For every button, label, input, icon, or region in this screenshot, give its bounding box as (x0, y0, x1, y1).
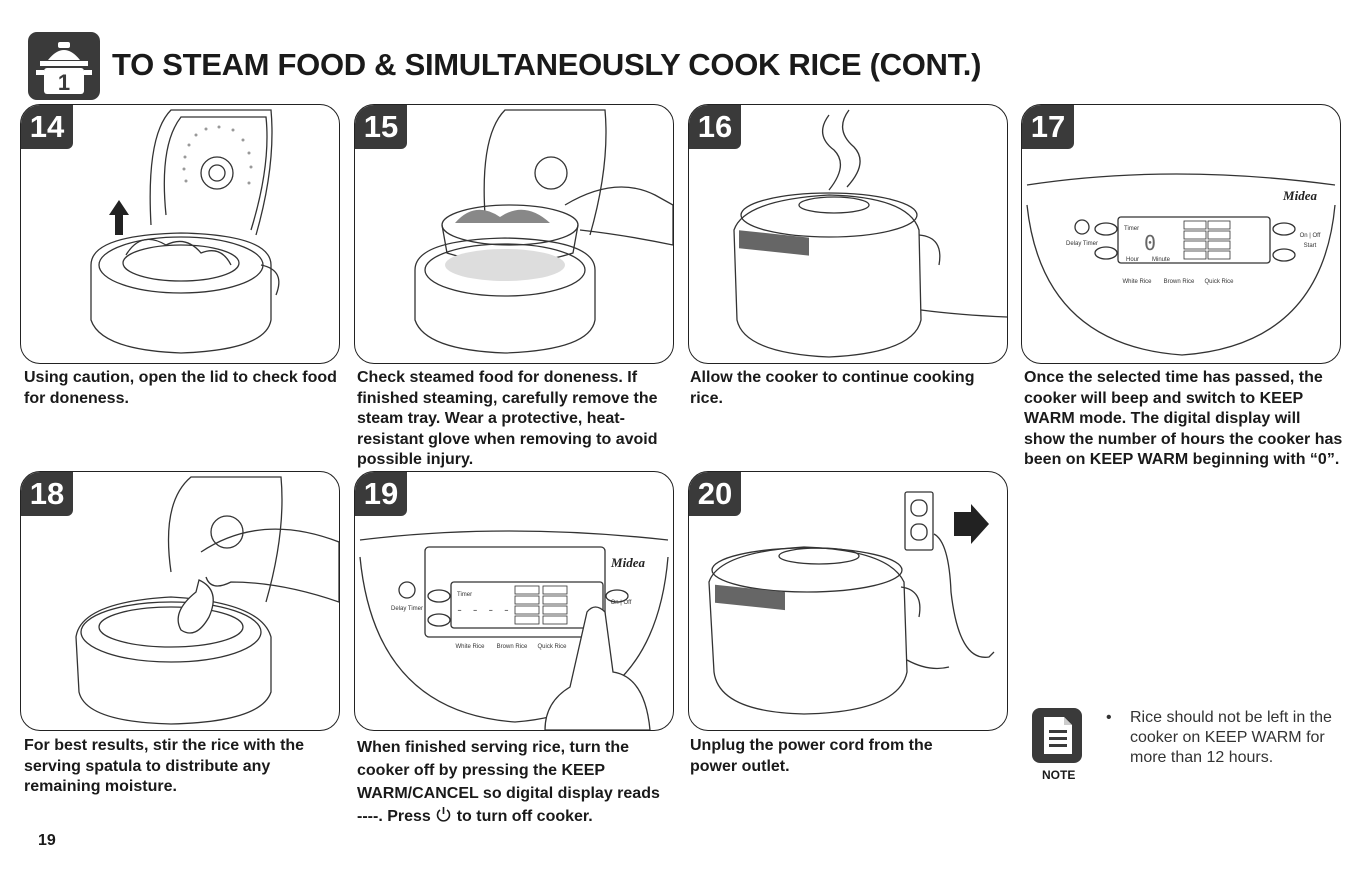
step-17-badge: 17 (1022, 105, 1074, 149)
svg-text:On | Off: On | Off (1300, 233, 1321, 239)
bullet-icon: • (1106, 709, 1112, 726)
step-15-panel: 15 (354, 104, 674, 364)
note-label: NOTE (1042, 768, 1076, 782)
cooker-open-lid-illustration (90, 109, 280, 354)
step-18-panel: 18 (20, 471, 340, 731)
svg-text:0: 0 (1144, 231, 1156, 255)
svg-text:Timer: Timer (1124, 226, 1139, 232)
svg-text:Timer: Timer (457, 592, 472, 598)
step-19-caption-before: When finished serving rice, turn the coo… (357, 739, 660, 825)
step-14-caption: Using caution, open the lid to check foo… (24, 369, 337, 407)
step-19-panel: Midea Timer - - - - Delay Timer On | Off… (354, 471, 674, 731)
step-16-panel: 16 (688, 104, 1008, 364)
svg-text:- - - -: - - - - (456, 603, 511, 618)
svg-text:Quick Rice: Quick Rice (1204, 279, 1234, 285)
svg-text:Start: Start (1304, 243, 1317, 249)
step-16-badge: 16 (689, 105, 741, 149)
cooker-cooking-illustration (733, 109, 1007, 358)
step-18-caption: For best results, stir the rice with the… (24, 737, 305, 795)
remove-steam-tray-illustration (414, 109, 673, 354)
header-icon-number: 1 (58, 70, 70, 95)
svg-text:Delay Timer: Delay Timer (1066, 241, 1098, 247)
svg-text:Minute: Minute (1152, 257, 1171, 263)
note-document-icon (1032, 708, 1082, 763)
note-text: • Rice should not be left in the cooker … (1106, 708, 1336, 768)
step-15-caption: Check steamed food for doneness. If fini… (357, 369, 658, 468)
step-14-badge: 14 (21, 105, 73, 149)
step-19-caption-after: to turn off cooker. (456, 808, 593, 825)
svg-text:White Rice: White Rice (1122, 279, 1152, 285)
svg-text:Midea: Midea (610, 555, 645, 570)
svg-text:White Rice: White Rice (455, 644, 485, 650)
svg-text:On | Off: On | Off (611, 600, 632, 606)
svg-text:Delay Timer: Delay Timer (391, 606, 423, 612)
press-power-button-illustration: Midea Timer - - - - Delay Timer On | Off… (359, 530, 669, 730)
note-body: Rice should not be left in the cooker on… (1130, 709, 1332, 766)
svg-text:Midea: Midea (1282, 188, 1317, 203)
svg-text:Brown Rice: Brown Rice (497, 644, 528, 650)
page-title: TO STEAM FOOD & SIMULTANEOUSLY COOK RICE… (112, 47, 982, 82)
step-17-panel: Midea Timer 0 Hour Minute Delay Timer On… (1021, 104, 1341, 364)
step-16-caption: Allow the cooker to continue cooking ric… (690, 369, 975, 407)
unplug-cord-illustration (708, 491, 995, 715)
power-icon (436, 807, 451, 822)
step-20-caption: Unplug the power cord from the power out… (690, 737, 933, 775)
step-14-panel: 14 (20, 104, 340, 364)
svg-text:Quick Rice: Quick Rice (537, 644, 567, 650)
step-20-panel: 20 (688, 471, 1008, 731)
control-panel-keep-warm-illustration: Midea Timer 0 Hour Minute Delay Timer On… (1026, 173, 1336, 356)
step-19-badge: 19 (355, 472, 407, 516)
step-19-caption: When finished serving rice, turn the coo… (357, 736, 667, 828)
step-17-caption: Once the selected time has passed, the c… (1024, 369, 1343, 468)
stir-rice-illustration (75, 476, 339, 725)
svg-text:Hour: Hour (1126, 257, 1139, 263)
step-18-badge: 18 (21, 472, 73, 516)
step-20-badge: 20 (689, 472, 741, 516)
svg-text:Brown Rice: Brown Rice (1164, 279, 1195, 285)
rice-cooker-pot-icon: 1 (28, 32, 100, 100)
page-number: 19 (38, 832, 56, 849)
step-15-badge: 15 (355, 105, 407, 149)
